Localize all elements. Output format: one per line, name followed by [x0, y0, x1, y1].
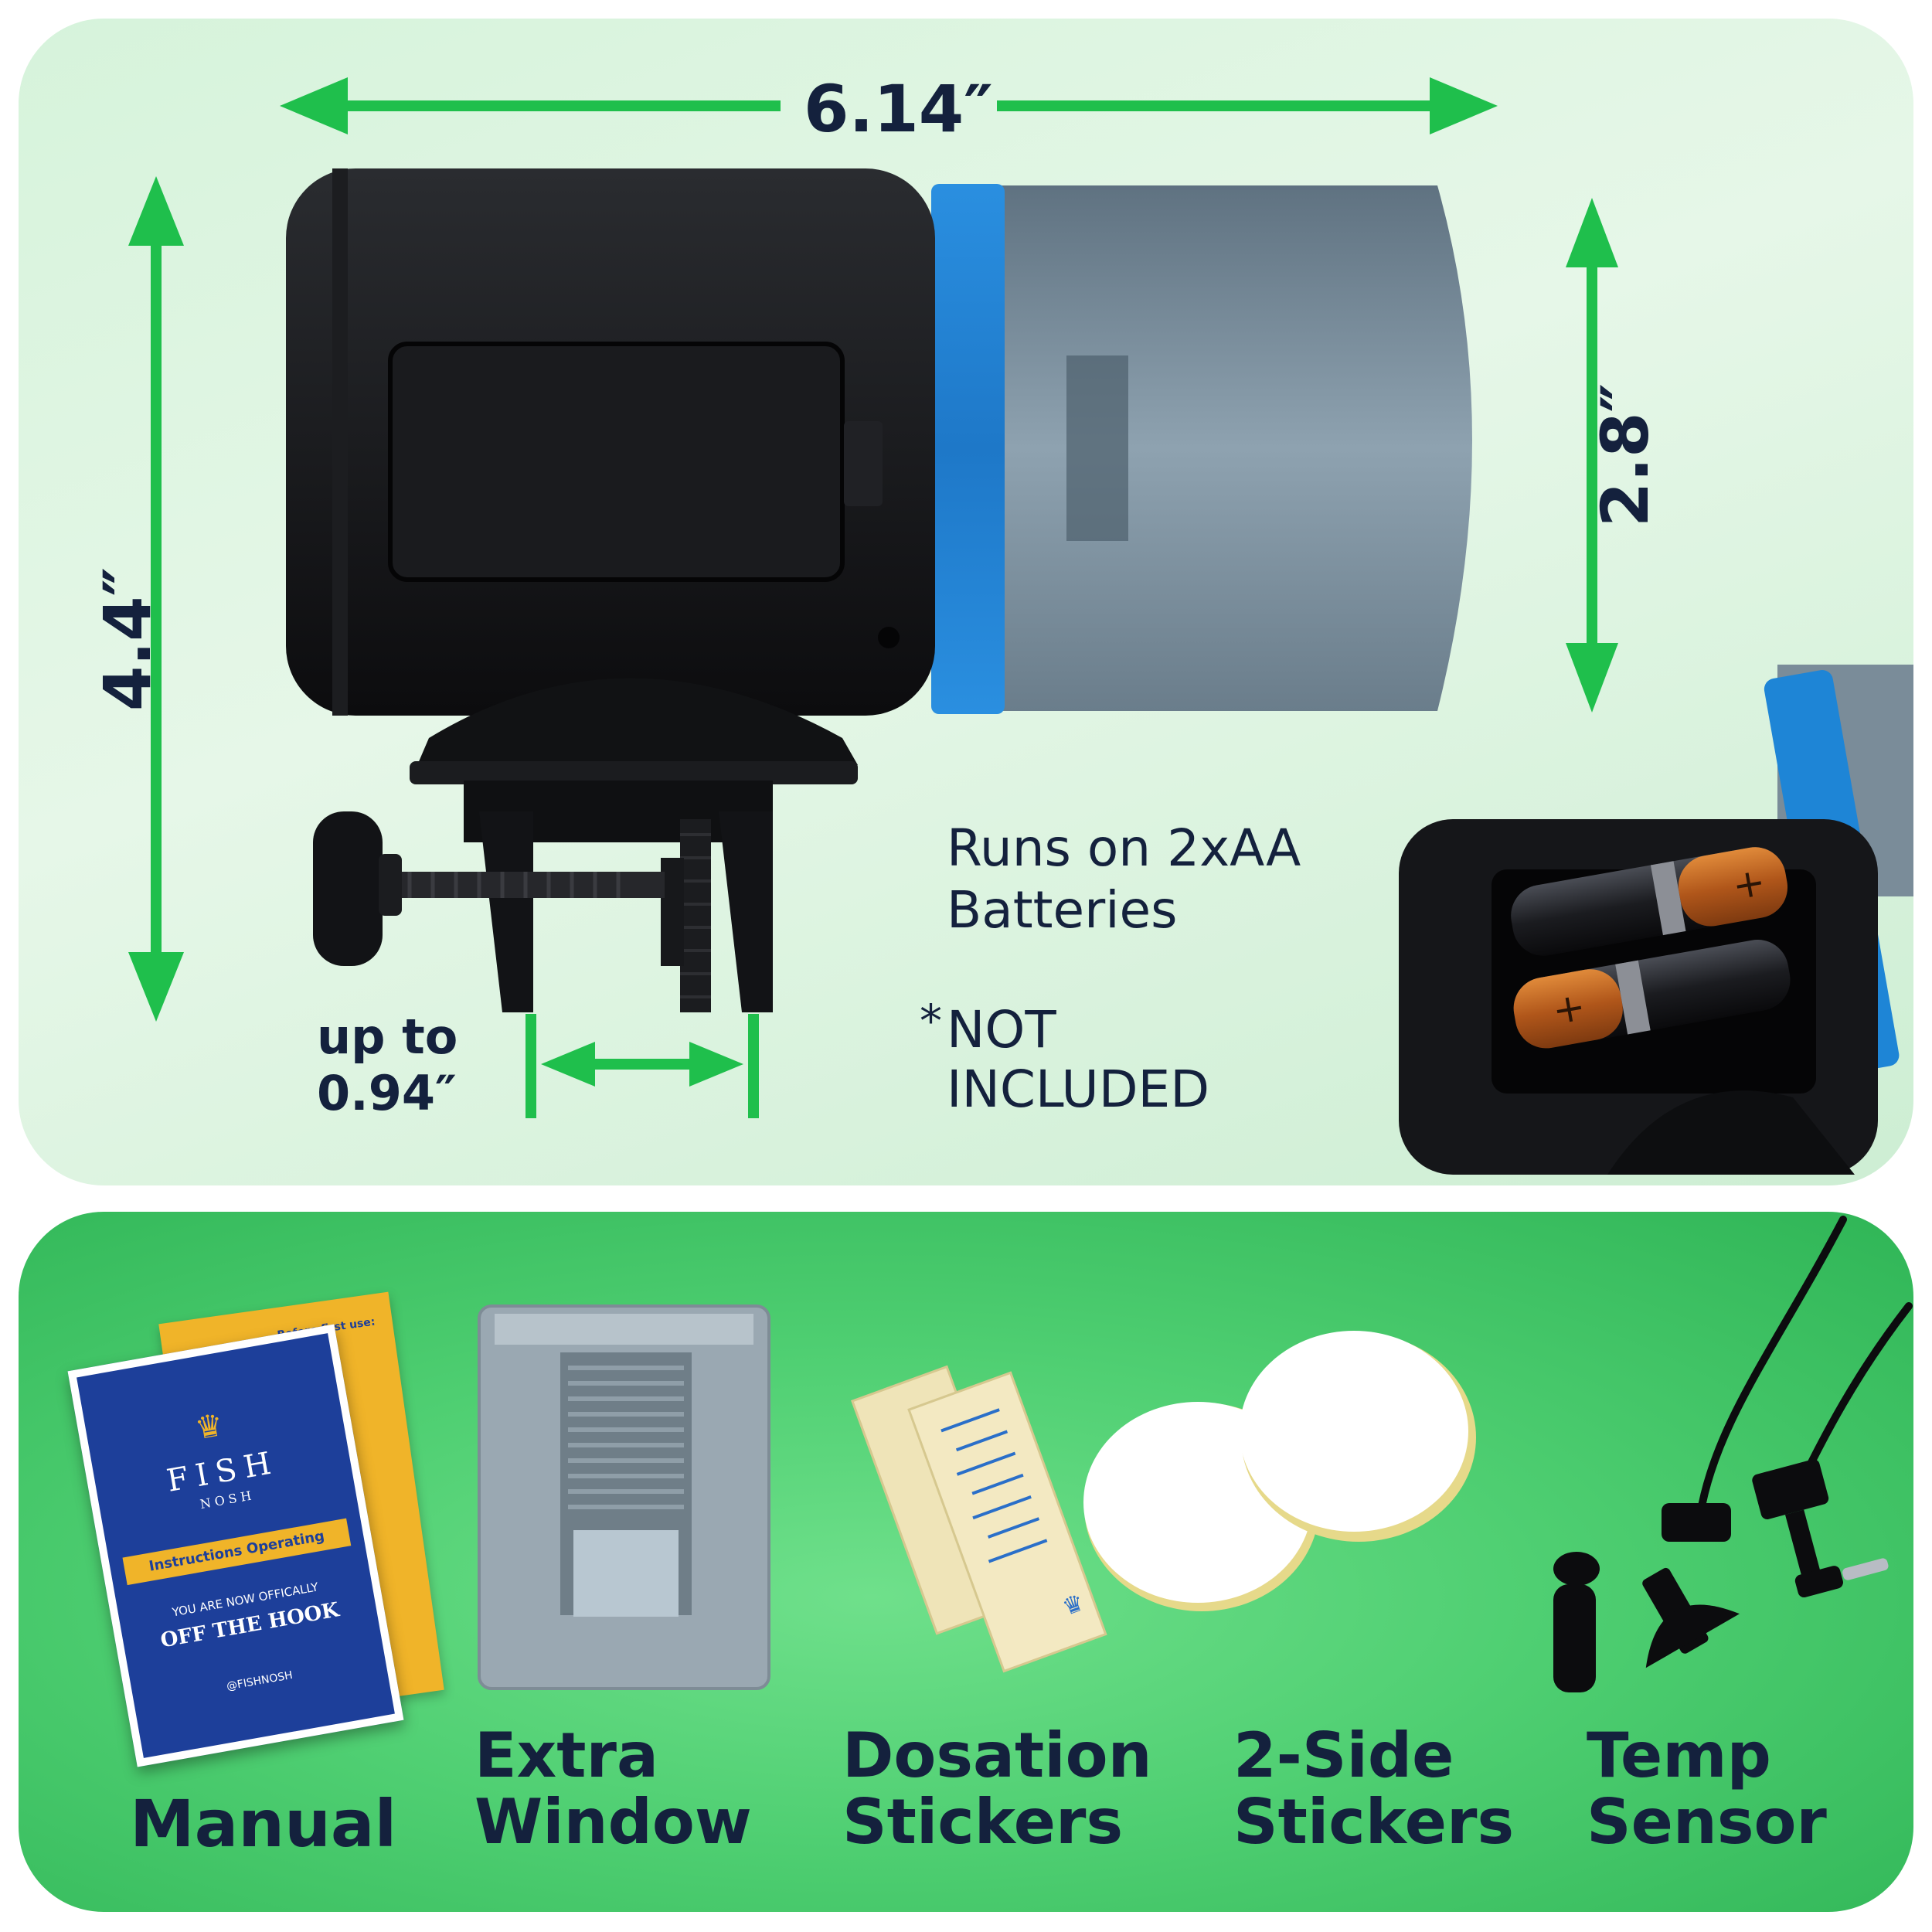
caption-dosation-line2: Stickers	[842, 1786, 1124, 1858]
not-included-line1: NOT	[947, 1000, 1056, 1060]
caption-dosation-line1: Dosation	[842, 1719, 1152, 1791]
caption-extra-window-line2: Window	[474, 1786, 752, 1858]
battery-note-line2: Batteries	[947, 880, 1178, 940]
caption-temp-sensor-line2: Sensor	[1587, 1786, 1827, 1858]
svg-text:+: +	[1729, 859, 1768, 909]
caption-two-side-line1: 2-Side	[1233, 1719, 1454, 1791]
caption-extra-window-line1: Extra	[474, 1719, 658, 1791]
width-label: 6.14″	[804, 71, 993, 147]
caption-two-side-line2: Stickers	[1233, 1786, 1515, 1858]
caption-temp-sensor-line1: Temp	[1587, 1719, 1771, 1791]
battery-note-line1: Runs on 2xAA	[947, 818, 1301, 878]
svg-text:+: +	[1549, 984, 1589, 1033]
not-included-line2: INCLUDED	[947, 1060, 1210, 1119]
clamp-opening-label-line2: 0.94″	[317, 1065, 457, 1121]
not-included-asterisk: *	[920, 995, 942, 1047]
caption-manual: Manual	[130, 1786, 397, 1862]
clamp-opening-label-line1: up to	[317, 1009, 458, 1065]
